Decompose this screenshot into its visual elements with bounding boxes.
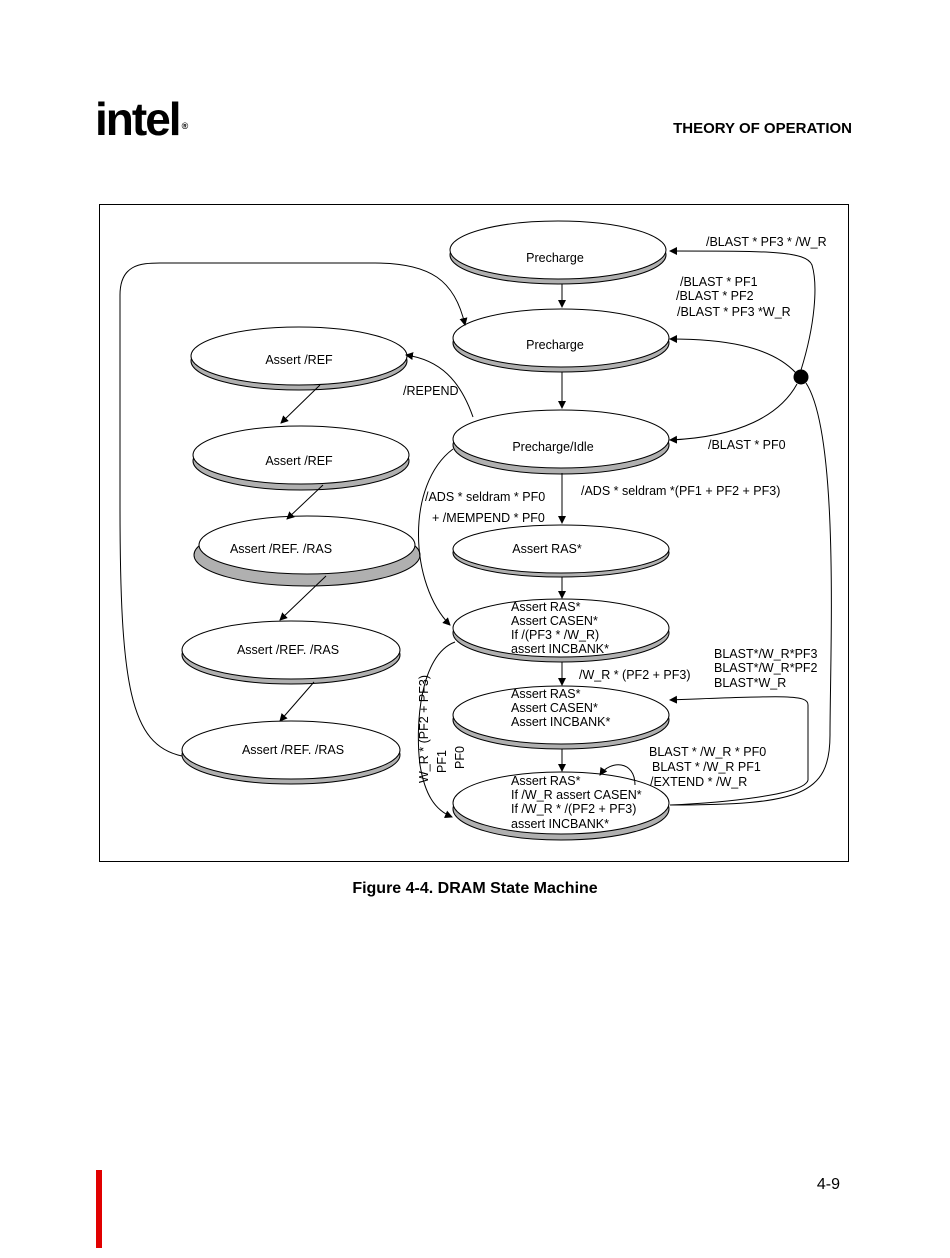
transition-label: BLAST*/W_R*PF2	[714, 661, 818, 675]
transition-label: /REPEND	[403, 384, 459, 398]
state-label: Assert /REF. /RAS	[242, 743, 344, 757]
page-edge-bar	[96, 1170, 102, 1248]
state-label: Assert CASEN*	[511, 701, 598, 715]
state-precharge-2: Precharge	[452, 308, 670, 373]
transition-label: BLAST * /W_R * PF0	[649, 745, 766, 759]
state-label: Precharge	[526, 338, 584, 352]
transition-label: /BLAST * PF0	[708, 438, 786, 452]
state-label: Assert CASEN*	[511, 614, 598, 628]
state-assert-ras-casen-incbank-cond: Assert RAS* Assert CASEN* If /(PF3 * /W_…	[452, 598, 670, 663]
state-label: If /(PF3 * /W_R)	[511, 628, 599, 642]
state-precharge-idle: Precharge/Idle	[452, 409, 670, 475]
state-assert-ras-casen-incbank: Assert RAS* Assert CASEN* Assert INCBANK…	[452, 685, 670, 750]
state-assert-ras-wr-casen: Assert RAS* If /W_R assert CASEN* If /W_…	[452, 771, 670, 841]
state-label: If /W_R assert CASEN*	[511, 788, 642, 802]
state-label: Assert RAS*	[511, 687, 581, 701]
state-assert-ref-2: Assert /REF	[192, 425, 410, 491]
transition-label-vertical: W_R * (PF2 + PF3)	[417, 675, 431, 783]
transition-label: /BLAST * PF2	[676, 289, 754, 303]
figure-caption: Figure 4-4. DRAM State Machine	[352, 880, 598, 897]
transition-label: BLAST*/W_R*PF3	[714, 647, 818, 661]
state-assert-ref-1: Assert /REF	[190, 326, 408, 391]
transition-label: /BLAST * PF1	[680, 275, 758, 289]
transition-label: + /MEMPEND * PF0	[432, 511, 545, 525]
state-label: Assert RAS*	[512, 542, 582, 556]
transition-label: /ADS * seldram * PF0	[425, 490, 545, 504]
state-label: Assert RAS*	[511, 774, 581, 788]
section-title: THEORY OF OPERATION	[673, 120, 852, 137]
state-assert-ref-ras-2: Assert /REF. /RAS	[181, 620, 401, 685]
transition-label: BLAST*W_R	[714, 676, 786, 690]
state-label: assert INCBANK*	[511, 642, 609, 656]
state-precharge-1: Precharge	[449, 220, 667, 285]
page-number: 4-9	[816, 1176, 840, 1193]
state-machine-figure: Precharge Precharge Precharge/Idle Asser…	[99, 204, 849, 862]
transition-label: BLAST * /W_R PF1	[652, 760, 761, 774]
state-label: Assert /REF	[265, 454, 333, 468]
state-label: Assert INCBANK*	[511, 715, 610, 729]
transition-label: /ADS * seldram *(PF1 + PF2 + PF3)	[581, 484, 780, 498]
state-assert-ref-ras-1: Assert /REF. /RAS	[193, 515, 421, 587]
intel-logo: intel®	[95, 93, 189, 145]
state-label: If /W_R * /(PF2 + PF3)	[511, 802, 636, 816]
state-label: Assert /REF. /RAS	[230, 542, 332, 556]
state-label: Assert /REF	[265, 353, 333, 367]
state-diagram: Precharge Precharge Precharge/Idle Asser…	[119, 220, 832, 841]
registered-mark: ®	[181, 121, 189, 131]
state-label: Assert /REF. /RAS	[237, 643, 339, 657]
state-label: Precharge/Idle	[512, 440, 593, 454]
state-label: assert INCBANK*	[511, 817, 609, 831]
transition-label: /BLAST * PF3 * /W_R	[706, 235, 827, 249]
transition-arrows	[119, 247, 832, 819]
transition-label: /EXTEND * /W_R	[650, 775, 747, 789]
state-label: Precharge	[526, 251, 584, 265]
state-label: Assert RAS*	[511, 600, 581, 614]
transition-label-vertical: PF1	[435, 750, 449, 773]
state-assert-ras: Assert RAS*	[452, 524, 670, 578]
transition-label: /BLAST * PF3 *W_R	[677, 305, 791, 319]
transition-label-vertical: PF0	[453, 746, 467, 769]
state-assert-ref-ras-3: Assert /REF. /RAS	[181, 720, 401, 785]
transition-label: /W_R * (PF2 + PF3)	[579, 668, 690, 682]
logo-text: intel	[95, 93, 182, 145]
